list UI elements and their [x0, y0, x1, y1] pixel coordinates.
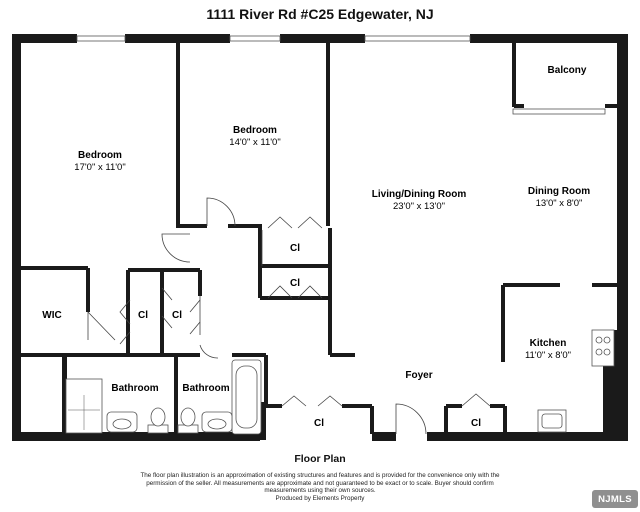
njmls-logo: NJMLS	[592, 490, 638, 508]
interior-walls	[21, 43, 617, 434]
room-label-foyer: Foyer	[405, 370, 432, 381]
room-dims-bedroom-2: 14'0" x 11'0"	[229, 137, 280, 148]
room-label-kitchen: Kitchen	[530, 338, 567, 349]
plan-title: 1111 River Rd #C25 Edgewater, NJ	[206, 6, 434, 22]
closet-label: Cl	[172, 310, 182, 321]
room-dims-kitchen: 11'0" x 8'0"	[525, 350, 571, 361]
room-label-bathroom-1: Bathroom	[111, 383, 158, 394]
room-dims-living-dining: 23'0" x 13'0"	[393, 201, 445, 212]
room-label-bedroom-2: Bedroom	[233, 125, 277, 136]
room-label-dining: Dining Room	[528, 186, 590, 197]
room-label-wic: WIC	[42, 310, 61, 321]
plan-caption: Floor Plan	[294, 453, 346, 465]
room-dims-dining: 13'0" x 8'0"	[536, 198, 583, 209]
room-label-bedroom-1: Bedroom	[78, 150, 122, 161]
disclaimer-text: The floor plan illustration is an approx…	[140, 472, 500, 495]
credit-text: Produced by Elements Property	[275, 495, 365, 502]
closet-label: Cl	[290, 278, 300, 289]
exterior-walls	[12, 34, 628, 441]
room-dims-bedroom-1: 17'0" x 11'0"	[74, 162, 125, 173]
kitchen-fixtures	[537, 329, 615, 433]
room-label-living-dining: Living/Dining Room	[372, 189, 467, 200]
closet-label: Cl	[138, 310, 148, 321]
door-swings	[87, 197, 491, 435]
closet-label: Cl	[471, 418, 481, 429]
closet-label: Cl	[290, 243, 300, 254]
closet-label: Cl	[314, 418, 324, 429]
room-label-bathroom-2: Bathroom	[182, 383, 229, 394]
bathroom-fixtures	[65, 359, 262, 435]
room-label-balcony: Balcony	[548, 65, 587, 76]
windows	[76, 35, 606, 115]
